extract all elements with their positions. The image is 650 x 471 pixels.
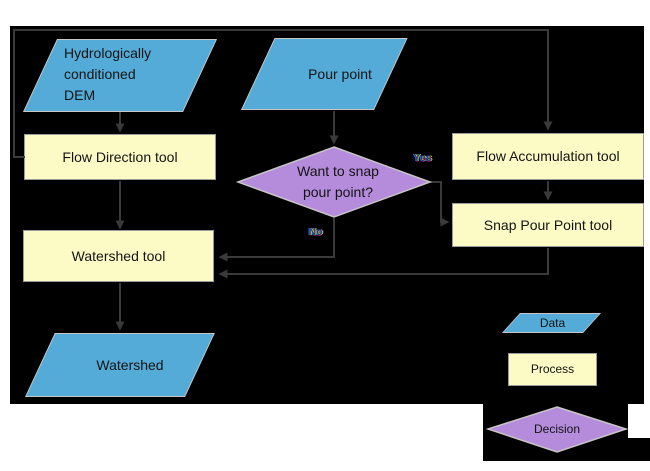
watershed-label: Watershed <box>96 356 164 373</box>
dem-label-line3: DEM <box>64 87 96 103</box>
decision-label-line2: pour point? <box>302 184 374 200</box>
decision-legend-notch <box>628 404 650 438</box>
decision-label-line1: Want to snap <box>297 163 379 179</box>
decision-label: Want to snap pour point? <box>264 161 412 203</box>
dem-label: Hydrologically conditioned DEM <box>64 43 204 109</box>
node-snap-pour-point-tool <box>452 203 644 247</box>
watershed-tool-label: Watershed tool <box>71 247 166 264</box>
legend-data-label: Data <box>539 315 566 330</box>
legend-decision-label: Decision <box>533 422 581 436</box>
snap-pour-point-label: Snap Pour Point tool <box>483 216 613 233</box>
dem-label-line1: Hydrologically <box>64 45 152 61</box>
legend-process-shape <box>508 353 597 386</box>
pour-point-label: Pour point <box>308 65 372 82</box>
yes-edge-label: Yes <box>413 152 433 164</box>
no-edge-label: No <box>308 226 324 238</box>
dem-label-line2: conditioned <box>64 66 136 82</box>
node-watershed-tool <box>23 230 214 282</box>
legend-process-label: Process <box>530 362 575 376</box>
flow-direction-label: Flow Direction tool <box>62 148 178 165</box>
flow-accumulation-label: Flow Accumulation tool <box>476 148 620 164</box>
